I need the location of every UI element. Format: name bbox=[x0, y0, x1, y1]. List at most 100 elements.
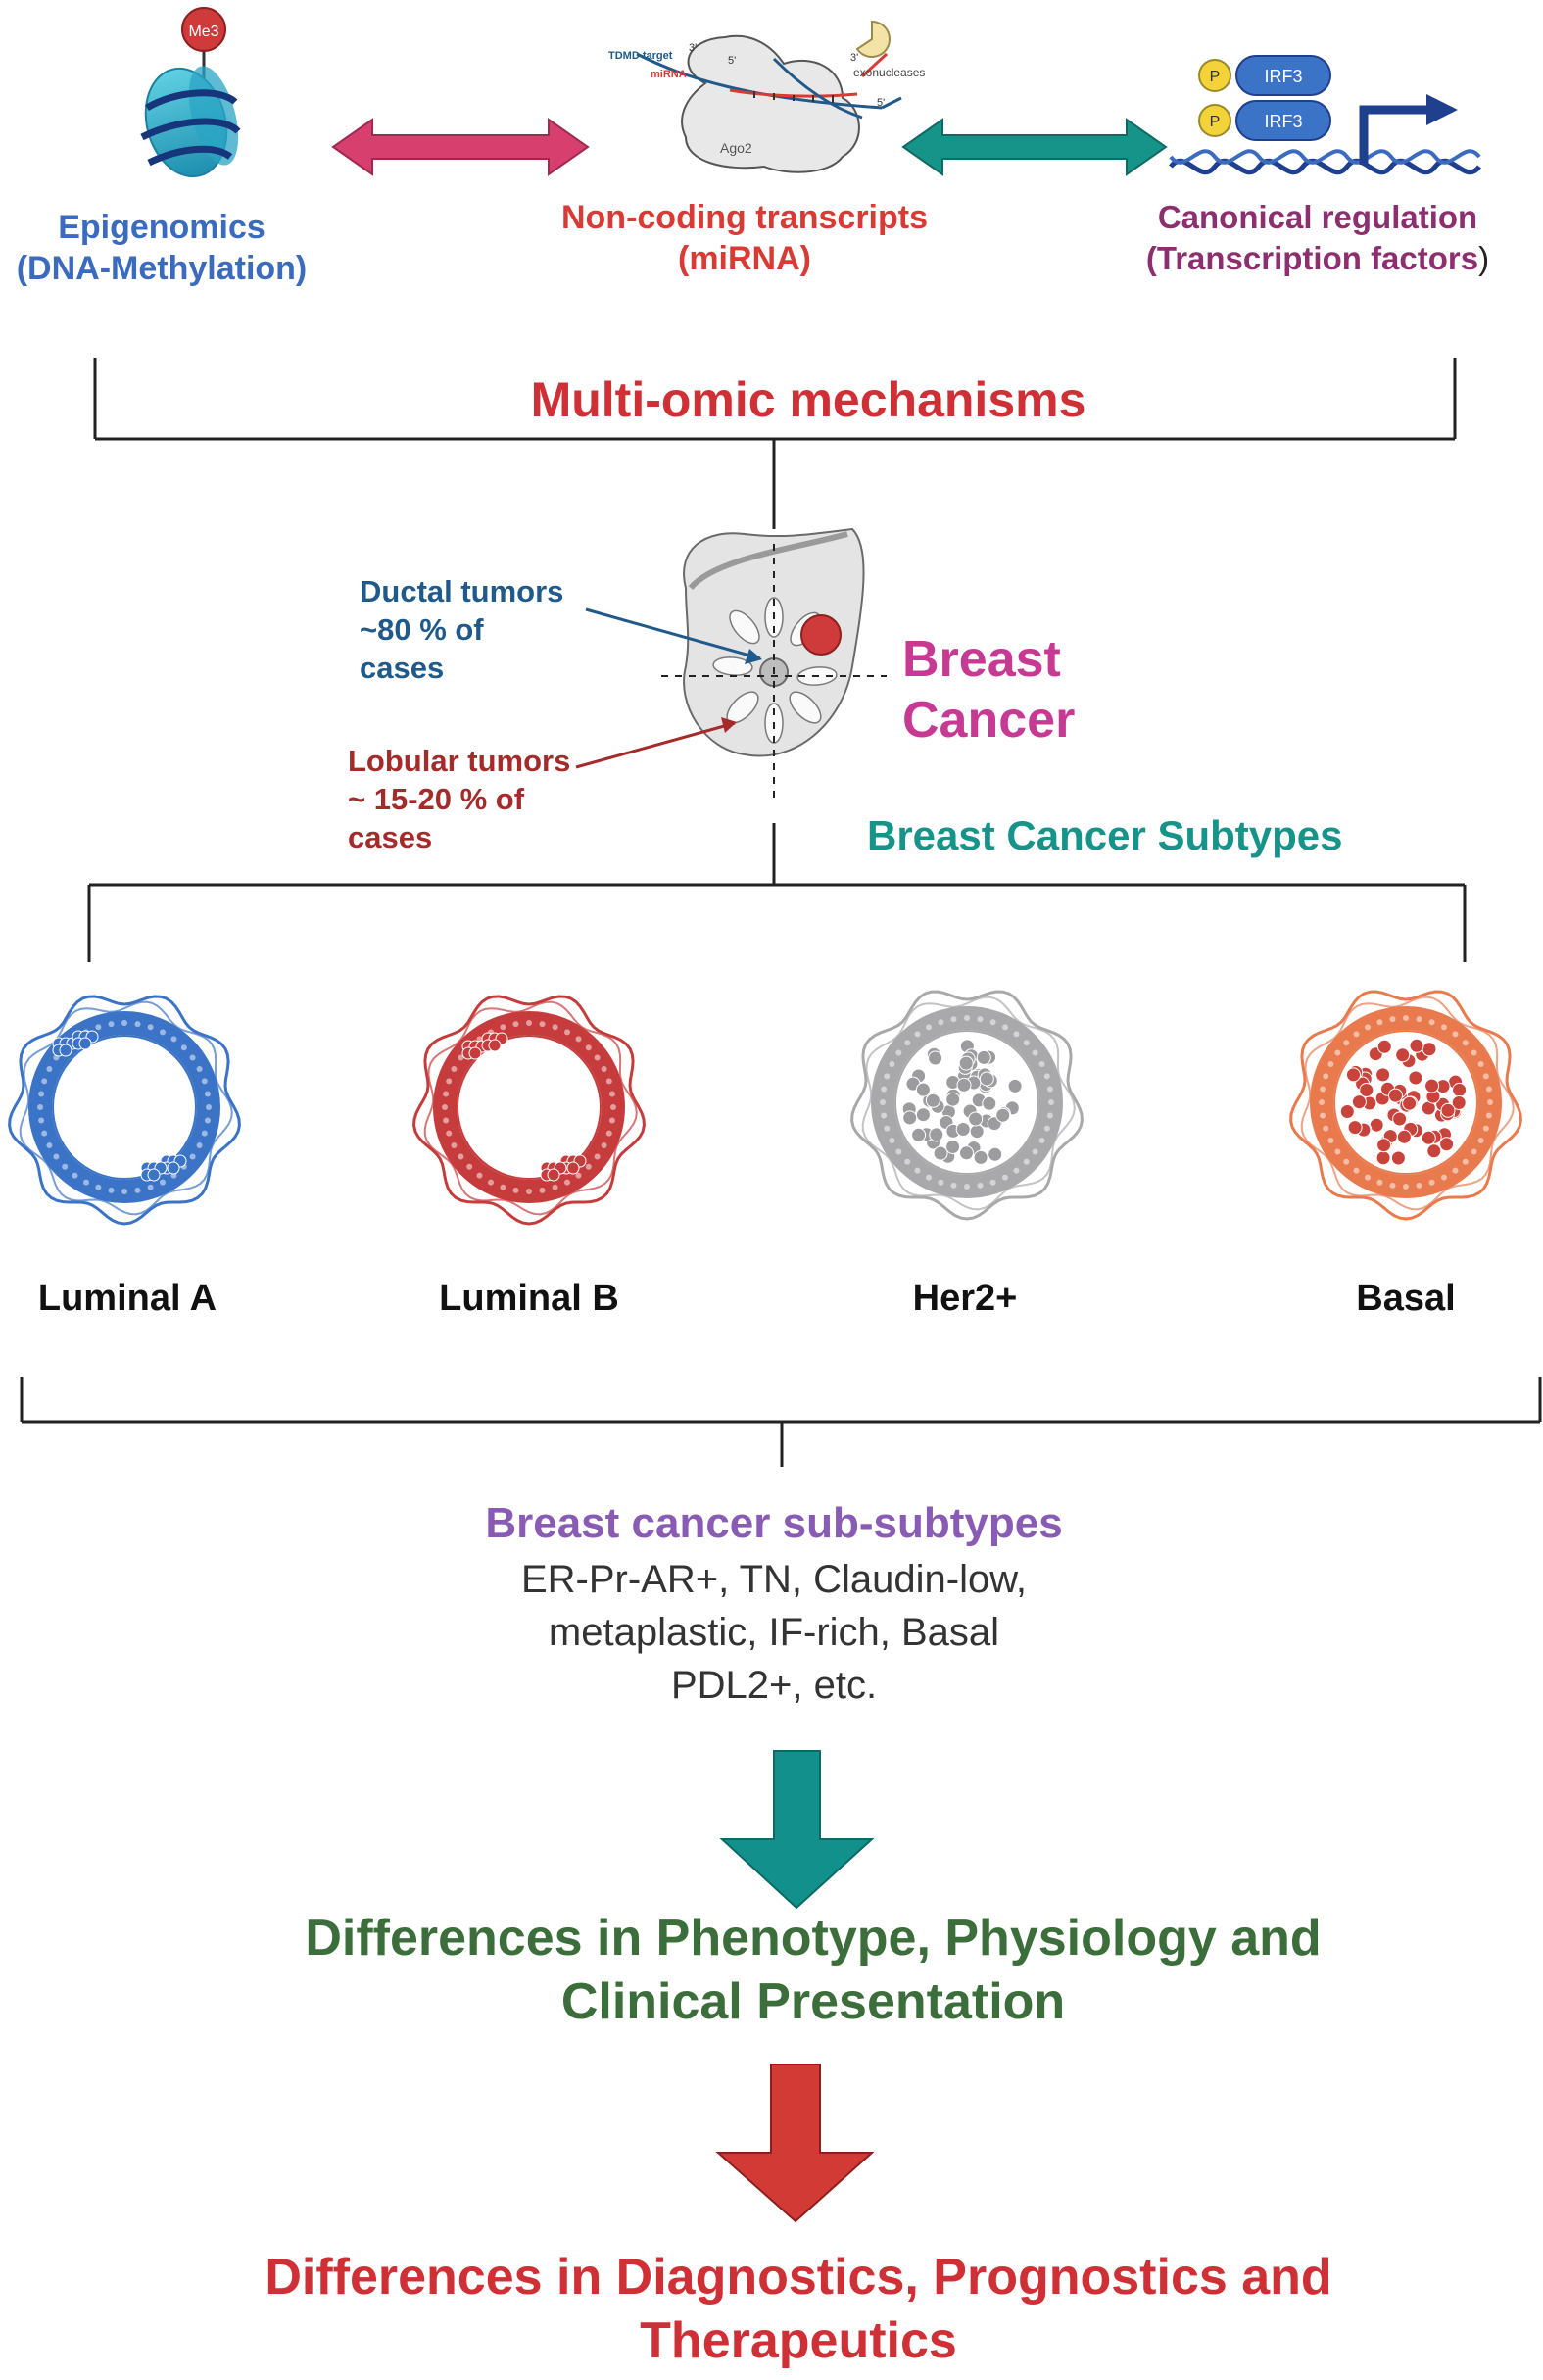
sub-subtypes-line-1: ER-Pr-AR+, TN, Claudin-low, bbox=[520, 1558, 1028, 1601]
cell-nucleus bbox=[552, 1024, 558, 1031]
breast-cancer-line-2: Cancer bbox=[902, 692, 1076, 749]
epigenomics-subtitle: (DNA-Methylation) bbox=[16, 250, 308, 287]
cell-nucleus bbox=[1023, 1040, 1030, 1046]
cell-nucleus bbox=[1327, 1138, 1334, 1143]
cell-nucleus bbox=[1323, 1073, 1329, 1080]
irf3-label-2: IRF3 bbox=[1264, 112, 1302, 131]
epigenomics-label: Epigenomics (DNA-Methylation) bbox=[0, 207, 323, 289]
tumor-cell bbox=[167, 1161, 180, 1175]
cell-nucleus bbox=[977, 1182, 984, 1189]
phenotype-text: Differences in Phenotype, Physiology and… bbox=[147, 1907, 1479, 2034]
subtype-cross-sections bbox=[8, 990, 1522, 1226]
cell-nucleus bbox=[1403, 1184, 1409, 1190]
ductal-line-3: cases bbox=[360, 651, 445, 685]
cell-nucleus bbox=[914, 1167, 921, 1174]
cell-nucleus bbox=[1428, 1179, 1435, 1186]
cell-nucleus bbox=[1365, 1024, 1371, 1031]
cell-nucleus bbox=[904, 1158, 911, 1165]
multiomic-title: Multi-omic mechanisms bbox=[530, 372, 1086, 427]
cell-nucleus bbox=[1323, 1125, 1329, 1132]
multiomic-bracket bbox=[93, 358, 1457, 529]
cell-nucleus bbox=[1327, 1061, 1334, 1067]
cell-nucleus bbox=[189, 1054, 196, 1061]
cell-nucleus bbox=[1002, 1174, 1008, 1181]
cell-nucleus bbox=[539, 1021, 546, 1028]
cross-section-her2 bbox=[850, 990, 1084, 1221]
cell-nucleus bbox=[458, 1153, 464, 1160]
tumor-cell bbox=[928, 1050, 943, 1066]
tumor-cell bbox=[959, 1145, 974, 1161]
tumor-cell bbox=[1375, 1067, 1391, 1083]
tumor-cell bbox=[147, 1168, 161, 1182]
cell-nucleus bbox=[1416, 1182, 1422, 1189]
subtype-label-basal: Basal bbox=[1356, 1278, 1456, 1319]
irf3-label-1: IRF3 bbox=[1264, 67, 1302, 86]
cell-nucleus bbox=[160, 1179, 166, 1186]
cell-nucleus bbox=[1032, 1148, 1038, 1155]
tumor-cell bbox=[933, 1145, 948, 1161]
tumor-cell bbox=[915, 1107, 931, 1123]
cell-nucleus bbox=[526, 1189, 532, 1194]
inner-membrane bbox=[861, 996, 1076, 1211]
cell-nucleus bbox=[1043, 1125, 1050, 1132]
diagnostics-text: Differences in Diagnostics, Prognostics … bbox=[127, 2246, 1470, 2373]
cell-nucleus bbox=[46, 1066, 53, 1072]
cell-nucleus bbox=[204, 1091, 211, 1097]
cell-nucleus bbox=[938, 1179, 944, 1186]
cell-nucleus bbox=[884, 1073, 891, 1080]
tumor-cell bbox=[468, 1046, 482, 1060]
diagnostics-line-2: Therapeutics bbox=[640, 2312, 957, 2369]
tumor-cell bbox=[1452, 1082, 1468, 1097]
breast-illustration bbox=[575, 527, 887, 799]
cell-nucleus bbox=[38, 1091, 45, 1097]
tumor-cell bbox=[976, 1049, 991, 1065]
cell-nucleus bbox=[1038, 1138, 1045, 1143]
phospho-label-2: P bbox=[1210, 114, 1221, 130]
exonucleases-label: exonucleases bbox=[853, 66, 925, 79]
cell-nucleus bbox=[989, 1179, 996, 1186]
cell-nucleus bbox=[1441, 1174, 1447, 1181]
cell-nucleus bbox=[1320, 1086, 1326, 1093]
inner-membrane bbox=[1300, 996, 1515, 1211]
cell-nucleus bbox=[38, 1117, 45, 1124]
cell-nucleus bbox=[926, 1024, 932, 1031]
cell-nucleus bbox=[147, 1024, 154, 1031]
ncrna-subtitle: (miRNA) bbox=[678, 240, 811, 277]
tumor-cell bbox=[1359, 1083, 1374, 1097]
cell-nucleus bbox=[1376, 1179, 1383, 1186]
tumor-cell bbox=[1451, 1095, 1467, 1110]
cell-nucleus bbox=[989, 1019, 996, 1026]
cell-nucleus bbox=[552, 1184, 558, 1190]
prime-label-5a: 5' bbox=[728, 55, 736, 67]
tumor-cell bbox=[915, 1082, 931, 1097]
tumor-cell bbox=[78, 1037, 92, 1050]
cell-nucleus bbox=[189, 1153, 196, 1160]
cell-nucleus bbox=[564, 1179, 570, 1186]
cell-nucleus bbox=[914, 1031, 921, 1038]
sub-subtypes-line-2: metaplastic, IF-rich, Basal bbox=[548, 1611, 1000, 1654]
double-arrow-teal bbox=[901, 118, 1168, 176]
tumor-cell bbox=[1369, 1117, 1384, 1133]
cell-nucleus bbox=[446, 1130, 453, 1137]
cell-nucleus bbox=[1343, 1158, 1350, 1165]
cell-nucleus bbox=[1343, 1040, 1350, 1046]
sub-subtypes-heading: Breast cancer sub-subtypes bbox=[485, 1499, 1063, 1547]
cell-nucleus bbox=[889, 1061, 895, 1067]
tumor-cell bbox=[958, 1055, 974, 1071]
cell-nucleus bbox=[72, 1172, 78, 1179]
cell-nucleus bbox=[539, 1187, 546, 1193]
tumor-cell bbox=[982, 1095, 997, 1111]
lobular-line-2: ~ 15-20 % of bbox=[348, 782, 525, 816]
cell-nucleus bbox=[1471, 1049, 1477, 1056]
transcription-factor-icon: P P IRF3 IRF3 bbox=[1169, 55, 1481, 175]
cell-nucleus bbox=[1353, 1167, 1360, 1174]
cell-nucleus bbox=[1482, 1073, 1489, 1080]
cell-nucleus bbox=[1002, 1024, 1008, 1031]
cell-nucleus bbox=[95, 1024, 102, 1031]
lobular-line-1: Lobular tumors bbox=[348, 744, 571, 778]
cell-nucleus bbox=[926, 1174, 932, 1181]
cell-nucleus bbox=[204, 1117, 211, 1124]
prime-label-3a: 3' bbox=[689, 42, 697, 54]
tumor-cell bbox=[979, 1071, 994, 1087]
